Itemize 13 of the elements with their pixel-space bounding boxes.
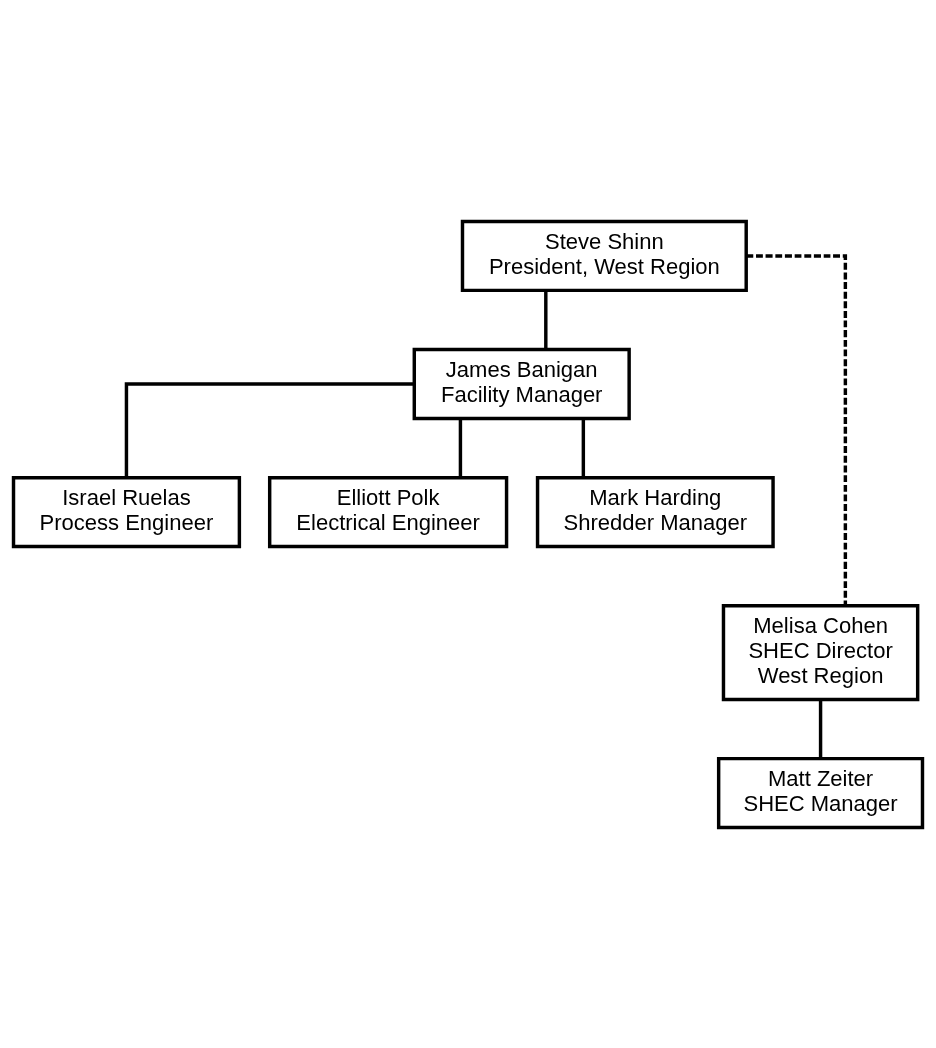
node-box: Matt Zeiter SHEC Manager [716, 756, 925, 829]
connector [124, 381, 415, 477]
node-box: Melisa Cohen SHEC Director West Region [721, 603, 920, 701]
node-box: Mark Harding Shredder Manager [535, 475, 775, 548]
connector [746, 253, 848, 605]
connector [818, 699, 823, 758]
connector [581, 418, 586, 478]
node-box: Israel Ruelas Process Engineer [11, 475, 242, 548]
connector [458, 418, 463, 478]
node-box: James Banigan Facility Manager [412, 347, 631, 420]
connector [544, 290, 548, 349]
node-box: Elliott Polk Electrical Engineer [267, 475, 509, 548]
node-box: Steve Shinn President, West Region [460, 219, 748, 292]
